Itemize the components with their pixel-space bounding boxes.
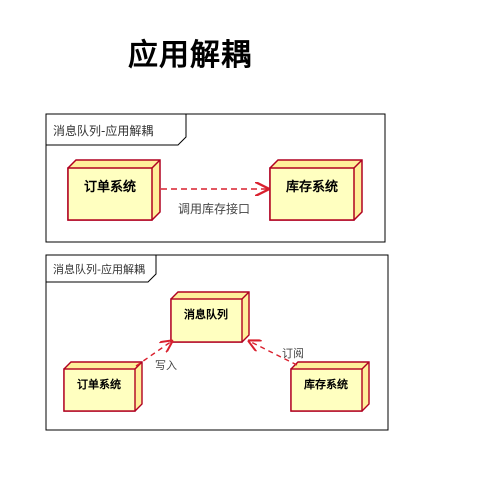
node-order-system-2[interactable]: 订单系统 <box>63 361 143 412</box>
node-queue-label: 消息队列 <box>184 307 228 321</box>
node-order-system-1[interactable]: 订单系统 <box>67 159 161 221</box>
node-message-queue[interactable]: 消息队列 <box>170 291 250 343</box>
node-inventory-label-2: 库存系统 <box>304 377 348 391</box>
frame-2-tab <box>46 255 157 283</box>
frame-1-label: 消息队列-应用解耦 <box>53 123 153 138</box>
node-inventory-system-2[interactable]: 库存系统 <box>290 361 370 412</box>
frame-2-label: 消息队列-应用解耦 <box>53 262 145 276</box>
edge-call-inventory-label: 调用库存接口 <box>178 201 250 216</box>
frame-1 <box>45 113 386 243</box>
node-inventory-label-1: 库存系统 <box>286 179 338 195</box>
diagram-2: 消息队列-应用解耦 消息队列 订单系统 库存系统 写入 订阅 <box>45 254 389 431</box>
edge-write <box>135 341 172 367</box>
frame-1-tab <box>46 114 187 146</box>
node-inventory-system-1[interactable]: 库存系统 <box>269 159 363 221</box>
node-order-label-2: 订单系统 <box>77 377 121 391</box>
page-title: 应用解耦 <box>128 38 252 73</box>
edge-subscribe-label: 订阅 <box>282 347 304 360</box>
diagram-1: 消息队列-应用解耦 订单系统 库存系统 调用库存接口 <box>45 113 386 243</box>
frame-2 <box>45 254 389 431</box>
node-order-label-1: 订单系统 <box>84 179 136 195</box>
edge-write-label: 写入 <box>155 359 177 372</box>
